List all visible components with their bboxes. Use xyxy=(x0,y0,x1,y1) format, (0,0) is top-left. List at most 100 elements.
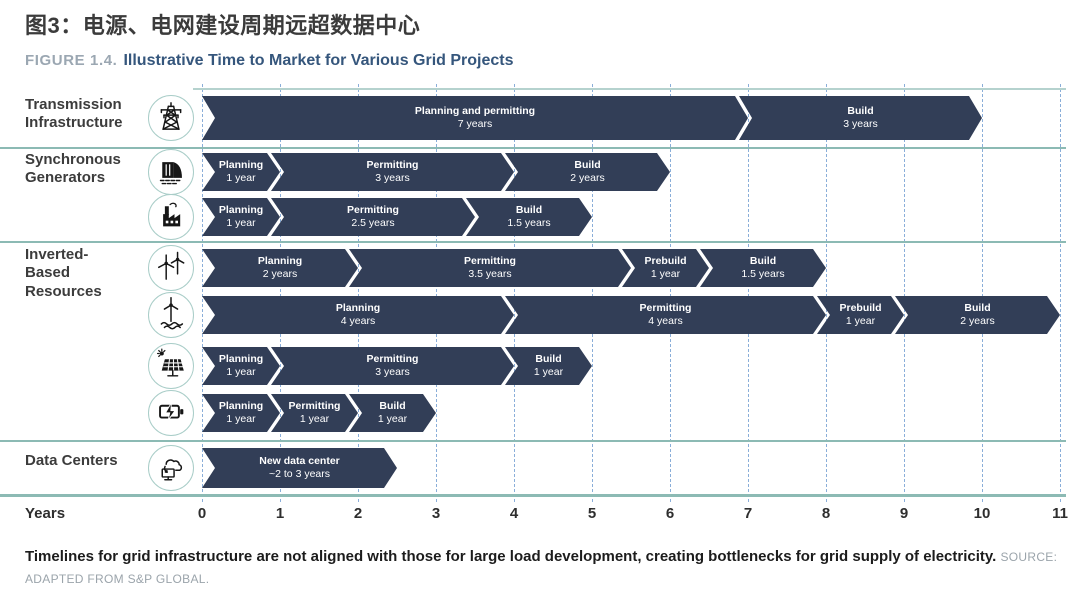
group-label: Data Centers xyxy=(25,452,118,469)
row-icon-circle xyxy=(148,292,194,338)
segment-label: Permitting xyxy=(366,352,419,365)
segment-label: Planning xyxy=(218,352,264,365)
segment-label: Planning and permitting xyxy=(414,104,536,117)
x-axis-label: Years xyxy=(25,505,66,522)
segment-duration: 7 years xyxy=(457,118,493,130)
segment-label: New data center xyxy=(259,454,340,467)
segment-label: Permitting xyxy=(366,158,419,171)
row-icon-circle xyxy=(148,445,194,491)
segment-duration: ~2 to 3 years xyxy=(269,468,330,480)
row-icon-circle xyxy=(148,390,194,436)
segment-label: Planning xyxy=(257,254,303,267)
figure-number: FIGURE 1.4. xyxy=(25,52,118,69)
segment-label: Build xyxy=(847,104,874,117)
segment-duration: 1 year xyxy=(226,413,256,425)
segment-duration: 1.5 years xyxy=(507,217,551,229)
factory-icon xyxy=(150,194,192,241)
segment-label: Build xyxy=(535,352,562,365)
year-gridline xyxy=(357,84,359,502)
year-gridline xyxy=(825,84,827,502)
segment-duration: 2 years xyxy=(570,172,605,184)
segment-duration: 3 years xyxy=(375,366,410,378)
x-axis-tick-label: 6 xyxy=(665,505,675,522)
segment-label: Build xyxy=(749,254,777,267)
segment-label: Prebuild xyxy=(839,301,882,314)
segment-label: Permitting xyxy=(288,399,341,412)
segment-duration: 1 year xyxy=(226,172,256,184)
segment-duration: 1 year xyxy=(299,413,330,425)
segment-duration: 3 years xyxy=(375,172,410,184)
row-icon-circle xyxy=(148,194,194,240)
row-icon-circle xyxy=(148,95,194,141)
x-axis-tick-label: 8 xyxy=(821,505,831,522)
x-axis-tick-label: 2 xyxy=(353,505,363,522)
segment-label: Planning xyxy=(218,203,264,216)
figure-footnote: Timelines for grid infrastructure are no… xyxy=(25,546,1060,590)
x-axis-tick-label: 10 xyxy=(973,505,991,522)
segment-label: Planning xyxy=(218,158,264,171)
section-divider xyxy=(0,241,1066,243)
segment-duration: 2.5 years xyxy=(351,217,395,229)
section-divider xyxy=(0,440,1066,442)
segment-label: Build xyxy=(379,399,406,412)
segment-label: Build xyxy=(574,158,601,171)
figure-title: Illustrative Time to Market for Various … xyxy=(123,52,514,69)
x-axis-line xyxy=(0,494,1066,497)
chart-top-border xyxy=(193,88,1066,90)
year-gridline xyxy=(591,84,593,502)
year-gridline xyxy=(903,84,905,502)
segment-duration: 4 years xyxy=(648,315,683,327)
year-gridline xyxy=(747,84,749,502)
year-gridline xyxy=(435,84,437,502)
group-label: Synchronous Generators xyxy=(25,151,121,187)
x-axis-tick-label: 3 xyxy=(431,505,441,522)
segment-label: Build xyxy=(964,301,991,314)
segment-duration: 1.5 years xyxy=(741,268,785,280)
data-center-icon xyxy=(150,445,192,492)
row-icon-circle xyxy=(148,245,194,291)
year-gridline xyxy=(669,84,671,502)
wind-turbines-icon xyxy=(150,245,192,292)
x-axis-tick-label: 9 xyxy=(899,505,909,522)
x-axis-tick-label: 1 xyxy=(275,505,285,522)
group-label: Transmission Infrastructure xyxy=(25,96,123,132)
segment-label: Permitting xyxy=(639,301,692,314)
hydro-dam-icon xyxy=(150,149,192,196)
segment-label: Planning xyxy=(218,399,264,412)
x-axis-tick-label: 7 xyxy=(743,505,753,522)
year-gridline xyxy=(981,84,983,502)
segment-duration: 3 years xyxy=(843,118,878,130)
section-divider xyxy=(0,147,1066,149)
segment-duration: 1 year xyxy=(533,366,564,378)
segment-duration: 3.5 years xyxy=(468,268,512,280)
row-icon-circle xyxy=(148,343,194,389)
segment-duration: 1 year xyxy=(226,217,256,229)
segment-duration: 2 years xyxy=(262,268,298,280)
battery-icon xyxy=(150,390,192,437)
transmission-tower-icon xyxy=(150,95,192,142)
row-icon-circle xyxy=(148,149,194,195)
segment-duration: 1 year xyxy=(226,366,256,378)
year-gridline xyxy=(1059,84,1061,502)
source-note: SOURCE: ADAPTED FROM S&P GLOBAL. xyxy=(25,550,1058,586)
timeline-segment: New data center~2 to 3 years xyxy=(202,448,397,488)
year-gridline xyxy=(279,84,281,502)
x-axis-tick-label: 0 xyxy=(197,505,207,522)
x-axis-tick-label: 11 xyxy=(1052,505,1068,522)
